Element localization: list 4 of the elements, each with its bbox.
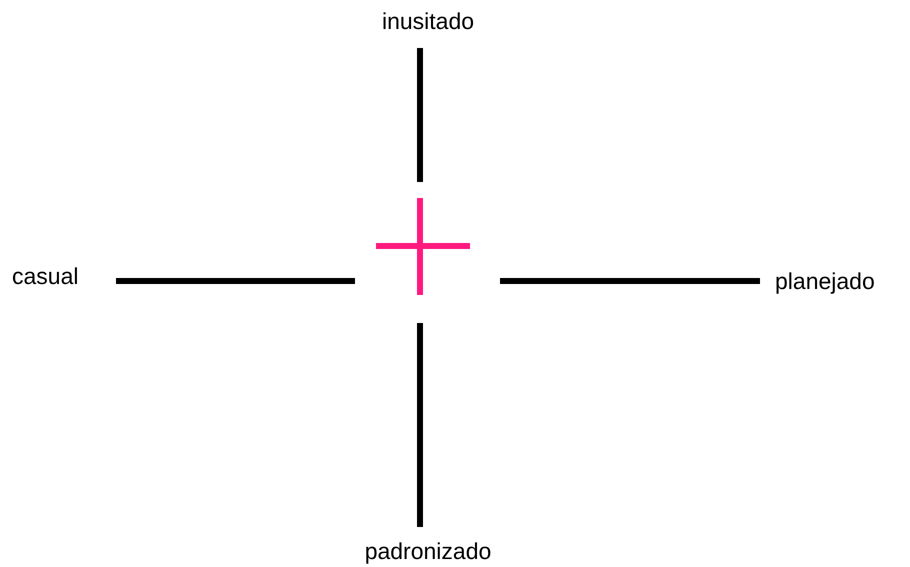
axis-label: casual <box>12 265 78 288</box>
axis-label: planejado <box>775 270 875 293</box>
axis-label: padronizado <box>364 540 492 563</box>
axis-label: inusitado <box>382 10 474 33</box>
